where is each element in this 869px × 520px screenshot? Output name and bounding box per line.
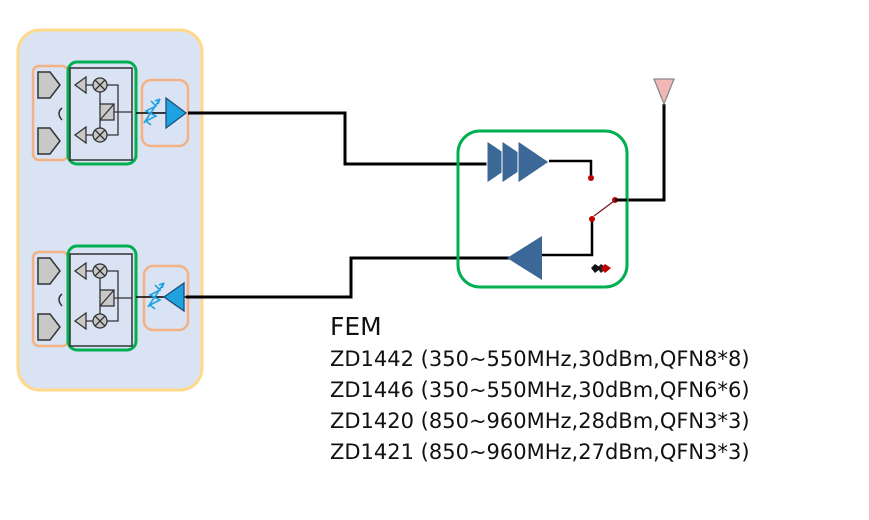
transceiver-container bbox=[16, 28, 204, 392]
fem-part-line: ZD1420 (850~960MHz,28dBm,QFN3*3) bbox=[330, 409, 750, 433]
antenna-wire bbox=[615, 104, 666, 202]
amplifier-icon bbox=[165, 96, 188, 130]
fem-title: FEM bbox=[330, 312, 382, 341]
fem-caption: FEM ZD1442 (350~550MHz,30dBm,QFN8*8) ZD1… bbox=[330, 312, 750, 468]
logo-icon bbox=[591, 264, 611, 273]
connection-wires bbox=[186, 104, 666, 299]
attenuator-icon bbox=[147, 282, 165, 310]
tx-wire bbox=[188, 111, 490, 166]
dac-icon-top bbox=[37, 71, 61, 99]
mixer-icon bbox=[92, 263, 108, 279]
adc-icon-top bbox=[37, 257, 61, 285]
dac-icon-bottom bbox=[37, 127, 61, 155]
antenna-icon bbox=[653, 78, 675, 106]
rx-wire bbox=[186, 256, 510, 299]
mixer-icon bbox=[92, 77, 108, 93]
tx-chain-upper bbox=[31, 60, 190, 166]
lna-amplifier-icon bbox=[507, 236, 542, 280]
switch-icon bbox=[588, 175, 627, 222]
lo-icon bbox=[99, 289, 115, 307]
pa-amplifier-icon bbox=[486, 140, 550, 184]
fem-part-line: ZD1421 (850~960MHz,27dBm,QFN3*3) bbox=[330, 440, 750, 464]
mixer-icon bbox=[92, 127, 108, 143]
amplifier-icon bbox=[162, 281, 185, 313]
fem-box bbox=[456, 129, 629, 289]
rx-chain-lower bbox=[31, 244, 190, 352]
fem-part-line: ZD1446 (350~550MHz,30dBm,QFN6*6) bbox=[330, 378, 750, 402]
demodulator-block-lower bbox=[66, 244, 138, 352]
mixer-icon bbox=[92, 313, 108, 329]
adc-icon-bottom bbox=[37, 313, 61, 341]
lo-icon bbox=[99, 103, 115, 121]
attenuator-icon bbox=[143, 98, 161, 126]
fem-part-line: ZD1442 (350~550MHz,30dBm,QFN8*8) bbox=[330, 347, 750, 371]
